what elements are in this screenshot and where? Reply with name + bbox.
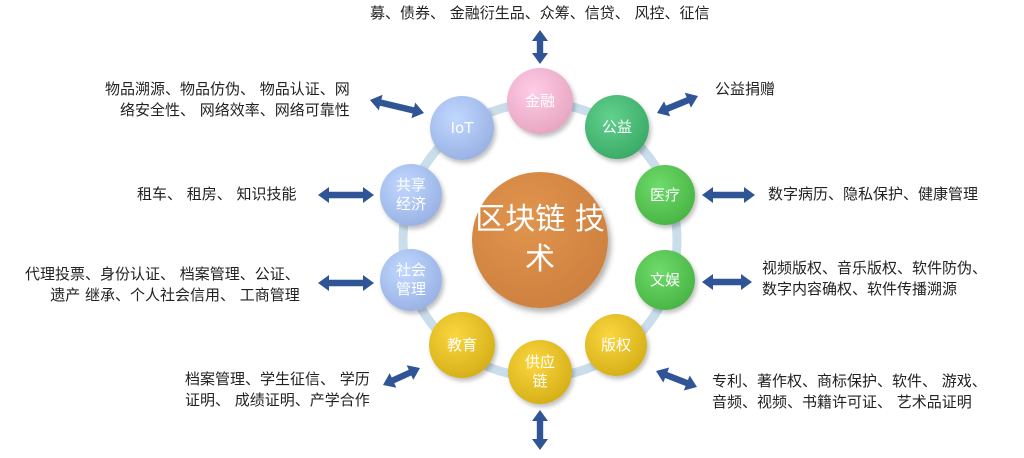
center-label-line1: 区块链: [475, 202, 566, 237]
node-label: 经济: [395, 195, 426, 213]
node-label: 共享: [395, 176, 426, 194]
description-public-welfare: 公益捐赠: [715, 79, 775, 100]
node-social-management: 社会管理: [380, 249, 442, 311]
node-iot: IoT: [430, 96, 494, 160]
description-line: 租车、 租房、 知识技能: [137, 185, 297, 203]
description-iot: 物品溯源、物品仿伪、 物品认证、网络安全性、 网络效率、网络可靠性: [105, 79, 350, 121]
description-line: 视频版权、音乐版权、软件防伪、: [762, 259, 988, 277]
node-label: 公益: [601, 117, 632, 136]
node-label: 社会: [395, 261, 426, 279]
description-line: 物品溯源、物品仿伪、 物品认证、网: [105, 80, 350, 98]
description-education: 档案管理、学生征信、 学历证明、 成绩证明、产学合作: [185, 369, 370, 411]
description-line: 数字病历、隐私保护、健康管理: [768, 185, 979, 203]
node-label: 文娱: [649, 270, 680, 289]
description-copyright: 专利、著作权、商标保护、软件、 游戏、音频、视频、书籍许可证、 艺术品证明: [712, 371, 987, 413]
double-arrow-icon: [532, 30, 548, 64]
double-arrow-icon: [370, 94, 424, 119]
node-label: 教育: [446, 335, 477, 354]
description-line: 遗产 继承、个人社会信用、 工商管理: [50, 286, 300, 304]
description-line: 专利、著作权、商标保护、软件、 游戏、: [712, 372, 987, 390]
description-line: 公益捐赠: [715, 80, 776, 98]
node-label: IoT: [450, 118, 474, 137]
double-arrow-icon: [702, 187, 755, 203]
double-arrow-icon: [318, 275, 374, 291]
node-copyright: 版权: [585, 314, 647, 376]
center-node-blockchain: 区块链 技术: [472, 172, 608, 308]
node-label: 供应: [524, 353, 555, 371]
double-arrow-icon: [702, 274, 752, 290]
node-label: 管理: [395, 280, 426, 298]
node-sharing-economy: 共享经济: [380, 164, 442, 226]
double-arrow-icon: [383, 365, 420, 388]
description-line: 数字内容确权、软件传播溯源: [762, 280, 958, 298]
node-public-welfare: 公益: [585, 95, 649, 159]
description-line: 络安全性、 网络效率、网络可靠性: [120, 101, 350, 119]
node-label: 版权: [600, 335, 631, 354]
node-supply-chain: 供应链: [508, 340, 572, 404]
description-line: 证明、 成绩证明、产学合作: [185, 391, 370, 409]
description-social-management: 代理投票、身份认证、 档案管理、公证、遗产 继承、个人社会信用、 工商管理: [25, 264, 300, 306]
node-entertainment: 文娱: [635, 250, 695, 310]
description-medical: 数字病历、隐私保护、健康管理: [768, 184, 978, 205]
description-line: 音频、视频、书籍许可证、 艺术品证明: [712, 393, 972, 411]
description-line: 代理投票、身份认证、 档案管理、公证、: [25, 265, 300, 283]
double-arrow-icon: [656, 367, 697, 391]
node-medical: 医疗: [635, 165, 695, 225]
description-line: 募、债券、 金融衍生品、众筹、信贷、 风控、征信: [370, 4, 710, 22]
node-finance: 金融: [507, 68, 573, 134]
description-line: 档案管理、学生征信、 学历: [185, 370, 370, 388]
double-arrow-icon: [657, 92, 698, 117]
description-finance: 募、债券、 金融衍生品、众筹、信贷、 风控、征信: [370, 3, 710, 24]
node-education: 教育: [429, 312, 495, 378]
double-arrow-icon: [318, 187, 374, 203]
node-label: 医疗: [649, 185, 680, 204]
node-label: 金融: [524, 91, 555, 110]
description-sharing-economy: 租车、 租房、 知识技能: [137, 184, 297, 205]
double-arrow-icon: [532, 410, 548, 450]
node-label: 链: [532, 372, 548, 390]
description-entertainment: 视频版权、音乐版权、软件防伪、数字内容确权、软件传播溯源: [762, 258, 987, 300]
center-label-line2: 技术: [525, 202, 605, 277]
